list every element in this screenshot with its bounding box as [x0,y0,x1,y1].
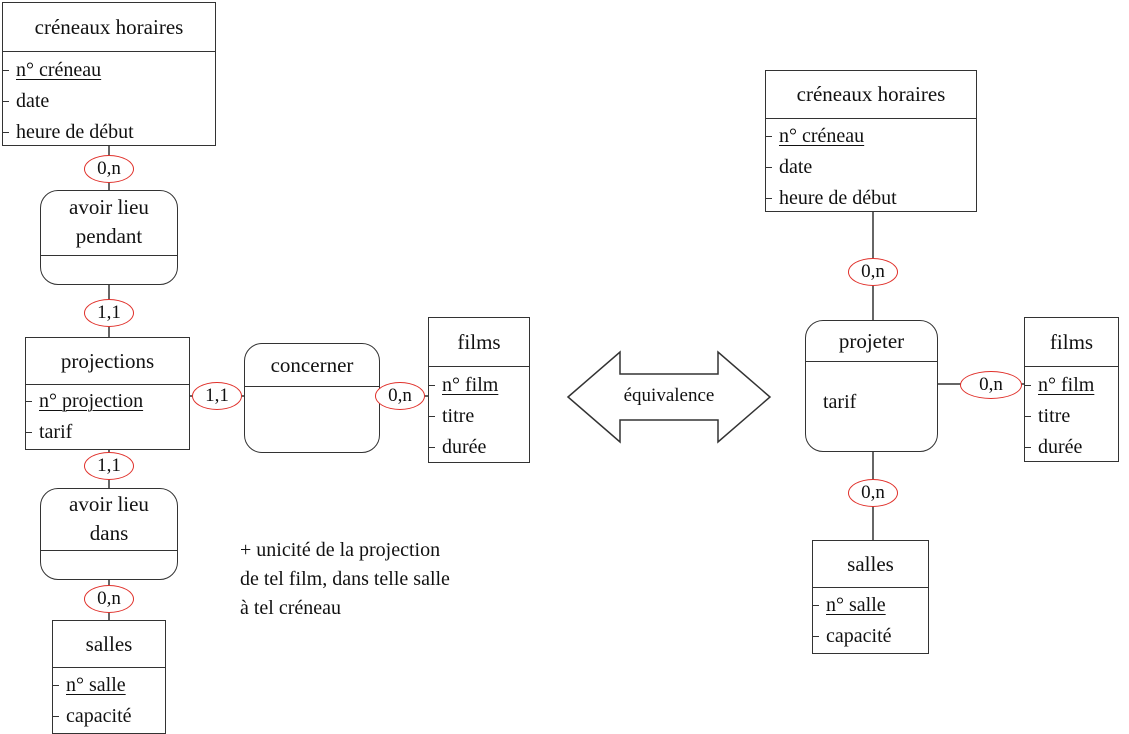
attr: capacité [53,701,165,732]
entity-title: créneaux horaires [3,3,215,52]
entity-title: projections [26,338,189,385]
entity-creneaux-horaires-right: créneaux horaires n° créneau date heure … [765,70,977,212]
relation-avoir-lieu-pendant: avoir lieu pendant [40,190,178,285]
attr: tarif [823,391,857,413]
cardinality-projections-dans: 1,1 [84,452,134,480]
attr: titre [1025,401,1118,432]
cardinality-concerner-films: 0,n [375,382,425,410]
attr: date [766,152,976,183]
equivalence-arrow [566,350,772,444]
entity-films-left: films n° film titre durée [428,317,530,463]
relation-title: concerner [245,344,379,387]
equivalence-label: équivalence [623,385,715,406]
attr: heure de début [766,183,976,214]
attr: titre [429,401,529,432]
attr: tarif [26,417,189,448]
relation-title: avoir lieu pendant [41,191,177,256]
entity-projections: projections n° projection tarif [25,337,190,450]
cardinality-dans-salles: 0,n [84,585,134,613]
relation-title: projeter [806,321,937,362]
entity-title: créneaux horaires [766,71,976,119]
attr: heure de début [3,117,215,148]
entity-title: salles [813,541,928,588]
relation-concerner: concerner [244,343,380,453]
cardinality-projeter-films: 0,n [960,371,1022,399]
attr-identifier: n° salle [813,590,928,621]
cardinality-projeter-salles: 0,n [848,479,898,507]
entity-title: films [429,318,529,367]
entity-creneaux-horaires-left: créneaux horaires n° créneau date heure … [2,2,216,146]
entity-title: films [1025,318,1118,367]
cardinality-projections-concerner: 1,1 [192,382,242,410]
cardinality-pendant-projections: 1,1 [84,299,134,327]
entity-salles-left: salles n° salle capacité [52,620,166,734]
relation-avoir-lieu-dans: avoir lieu dans [40,488,178,580]
entity-title: salles [53,621,165,668]
attr-identifier: n° créneau [3,55,215,86]
attr-identifier: n° salle [53,670,165,701]
attr-identifier: n° créneau [766,121,976,152]
entity-films-right: films n° film titre durée [1024,317,1119,462]
attr-identifier: n° projection [26,386,189,417]
cardinality-creneaux-projeter: 0,n [848,258,898,286]
entity-salles-right: salles n° salle capacité [812,540,929,654]
attr-identifier: n° film [1025,370,1118,401]
cardinality-creneaux-pendant: 0,n [84,155,134,183]
relation-projeter: projeter tarif [805,320,938,452]
attr: durée [429,432,529,463]
uniqueness-note: + unicité de la projection de tel film, … [240,539,450,619]
attr: capacité [813,621,928,652]
attr-identifier: n° film [429,370,529,401]
attr: durée [1025,432,1118,463]
relation-title: avoir lieu dans [41,489,177,551]
attr: date [3,86,215,117]
